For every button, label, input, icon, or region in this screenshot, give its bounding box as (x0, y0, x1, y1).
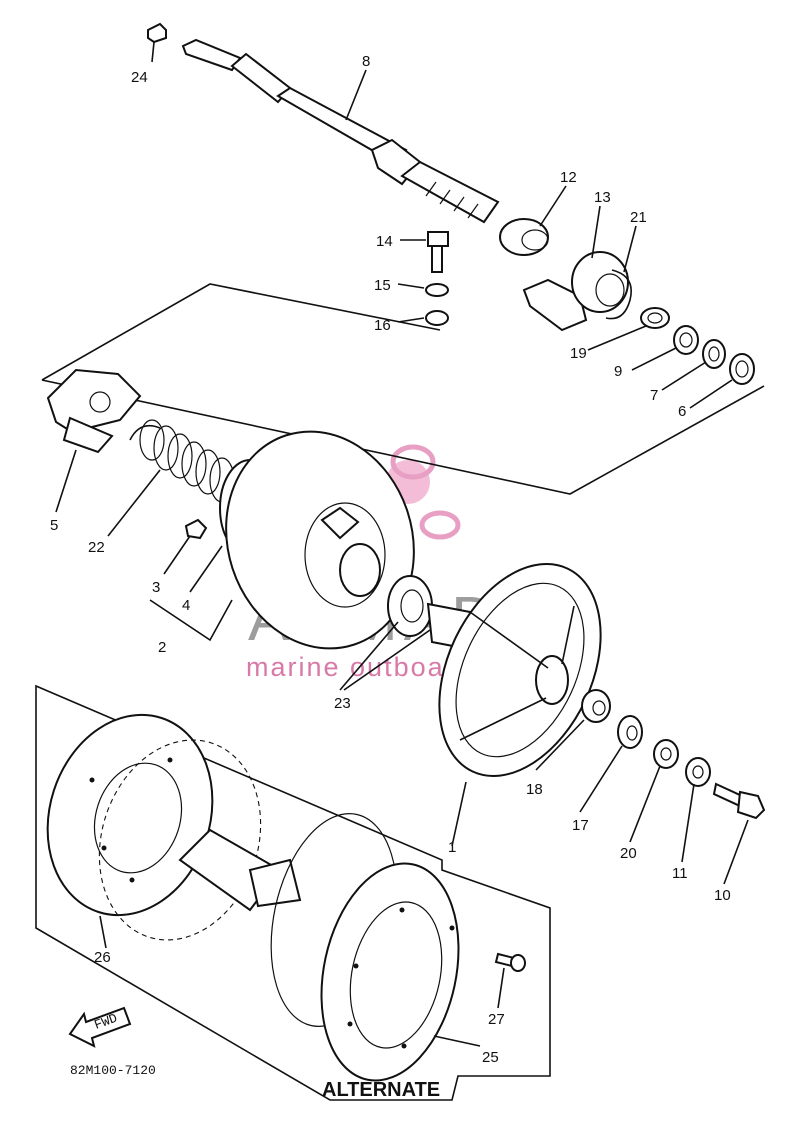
callout-5: 5 (50, 517, 58, 534)
part-alternate-sheave-25 (270, 813, 460, 1082)
callout-2: 2 (158, 639, 166, 656)
callout-7: 7 (650, 387, 658, 404)
part-fixed-sheave-1 (438, 563, 602, 777)
part-block-3 (184, 518, 208, 540)
callout-26: 26 (94, 949, 111, 966)
callout-20: 20 (620, 845, 637, 862)
callout-15: 15 (374, 277, 391, 294)
fwd-arrow-icon: FWD (68, 1006, 132, 1048)
part-bolt-14 (427, 231, 449, 273)
callout-4: 4 (182, 597, 190, 614)
callout-24: 24 (131, 69, 148, 86)
part-washer-19 (640, 307, 670, 329)
part-washer-9 (673, 325, 699, 355)
callout-8: 8 (362, 53, 370, 70)
callout-9: 9 (614, 363, 622, 380)
callout-18: 18 (526, 781, 543, 798)
callout-19: 19 (570, 345, 587, 362)
part-collar-18 (581, 689, 611, 723)
assembly-boundary-top (41, 283, 441, 381)
part-bearing-12 (499, 218, 549, 256)
alternate-label: ALTERNATE (322, 1079, 440, 1101)
callout-11: 11 (672, 865, 688, 882)
part-circlip-21 (605, 269, 632, 320)
part-spring-22 (129, 419, 235, 503)
callout-12: 12 (560, 169, 577, 186)
callout-6: 6 (678, 403, 686, 420)
part-washer-7 (702, 339, 726, 369)
part-washer-20 (653, 739, 679, 769)
callout-25: 25 (482, 1049, 499, 1066)
assembly-boundary-bottom (41, 379, 765, 495)
callout-13: 13 (594, 189, 611, 206)
part-housing-13 (522, 251, 629, 332)
callout-21: 21 (630, 209, 647, 226)
callout-23: 23 (334, 695, 351, 712)
part-screw-27 (494, 952, 526, 972)
part-shaft-8 (181, 38, 500, 224)
part-washer-16 (425, 310, 449, 326)
callout-3: 3 (152, 579, 160, 596)
leader-lines (55, 41, 749, 1047)
part-disc-26 (46, 713, 262, 941)
part-washer-11 (685, 757, 711, 787)
callout-14: 14 (376, 233, 393, 250)
alternate-box (35, 684, 551, 1101)
part-washer-6 (729, 353, 755, 385)
part-sheave-2 (219, 430, 415, 650)
part-bolt-10 (712, 782, 766, 820)
callout-10: 10 (714, 887, 731, 904)
drawing-code: 82M100-7120 (70, 1063, 156, 1078)
callout-1: 1 (448, 839, 456, 856)
part-lockwasher-15 (425, 283, 449, 297)
callout-16: 16 (374, 317, 391, 334)
part-cap-24 (147, 22, 167, 44)
callout-labels: 24 8 12 13 21 14 15 16 19 9 7 6 5 22 3 4… (50, 53, 731, 1066)
part-cam-5 (46, 368, 142, 454)
callout-27: 27 (488, 1011, 505, 1028)
part-washer-17 (617, 715, 643, 749)
callout-17: 17 (572, 817, 589, 834)
part-alternate-hub (178, 828, 302, 912)
callout-22: 22 (88, 539, 105, 556)
